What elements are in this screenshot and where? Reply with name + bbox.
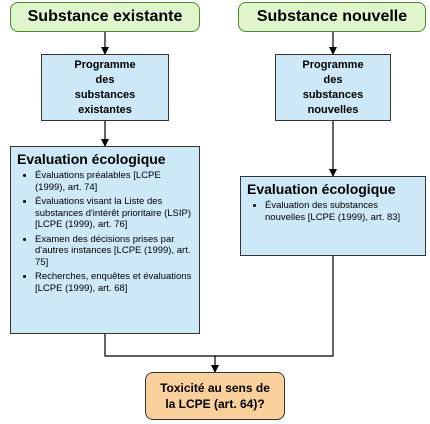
list-item: Évaluation des substances nouvelles [LCP… (265, 200, 419, 223)
list-item: Évaluations préalables [LCPE (1999), art… (35, 170, 193, 193)
connector-right-eval-to-merge (215, 256, 334, 357)
list-item: Évaluations visant la Liste des substanc… (35, 196, 193, 231)
node-evaluation-ecologique-existantes: Evaluation écologique Évaluations préala… (10, 146, 200, 334)
list-item: Examen des décisions prises par d'autres… (35, 234, 193, 269)
eval-title: Evaluation écologique (17, 151, 166, 167)
node-toxicite-lcpe: Toxicité au sens de la LCPE (art. 64)? (145, 372, 285, 420)
node-substance-existante: Substance existante (10, 2, 200, 32)
list-item: Recherches, enquêtes et évaluations [LCP… (35, 271, 193, 294)
eval-list: Évaluation des substances nouvelles [LCP… (247, 200, 419, 223)
node-programme-substances-nouvelles: Programme des substances nouvelles (275, 54, 391, 121)
connector-left-eval-to-merge (104, 334, 215, 357)
node-evaluation-ecologique-nouvelles: Evaluation écologique Évaluation des sub… (240, 176, 426, 256)
eval-list: Évaluations préalables [LCPE (1999), art… (17, 170, 193, 294)
node-programme-substances-existantes: Programme des substances existantes (41, 54, 169, 121)
eval-title: Evaluation écologique (247, 181, 396, 197)
node-substance-nouvelle: Substance nouvelle (238, 2, 426, 32)
